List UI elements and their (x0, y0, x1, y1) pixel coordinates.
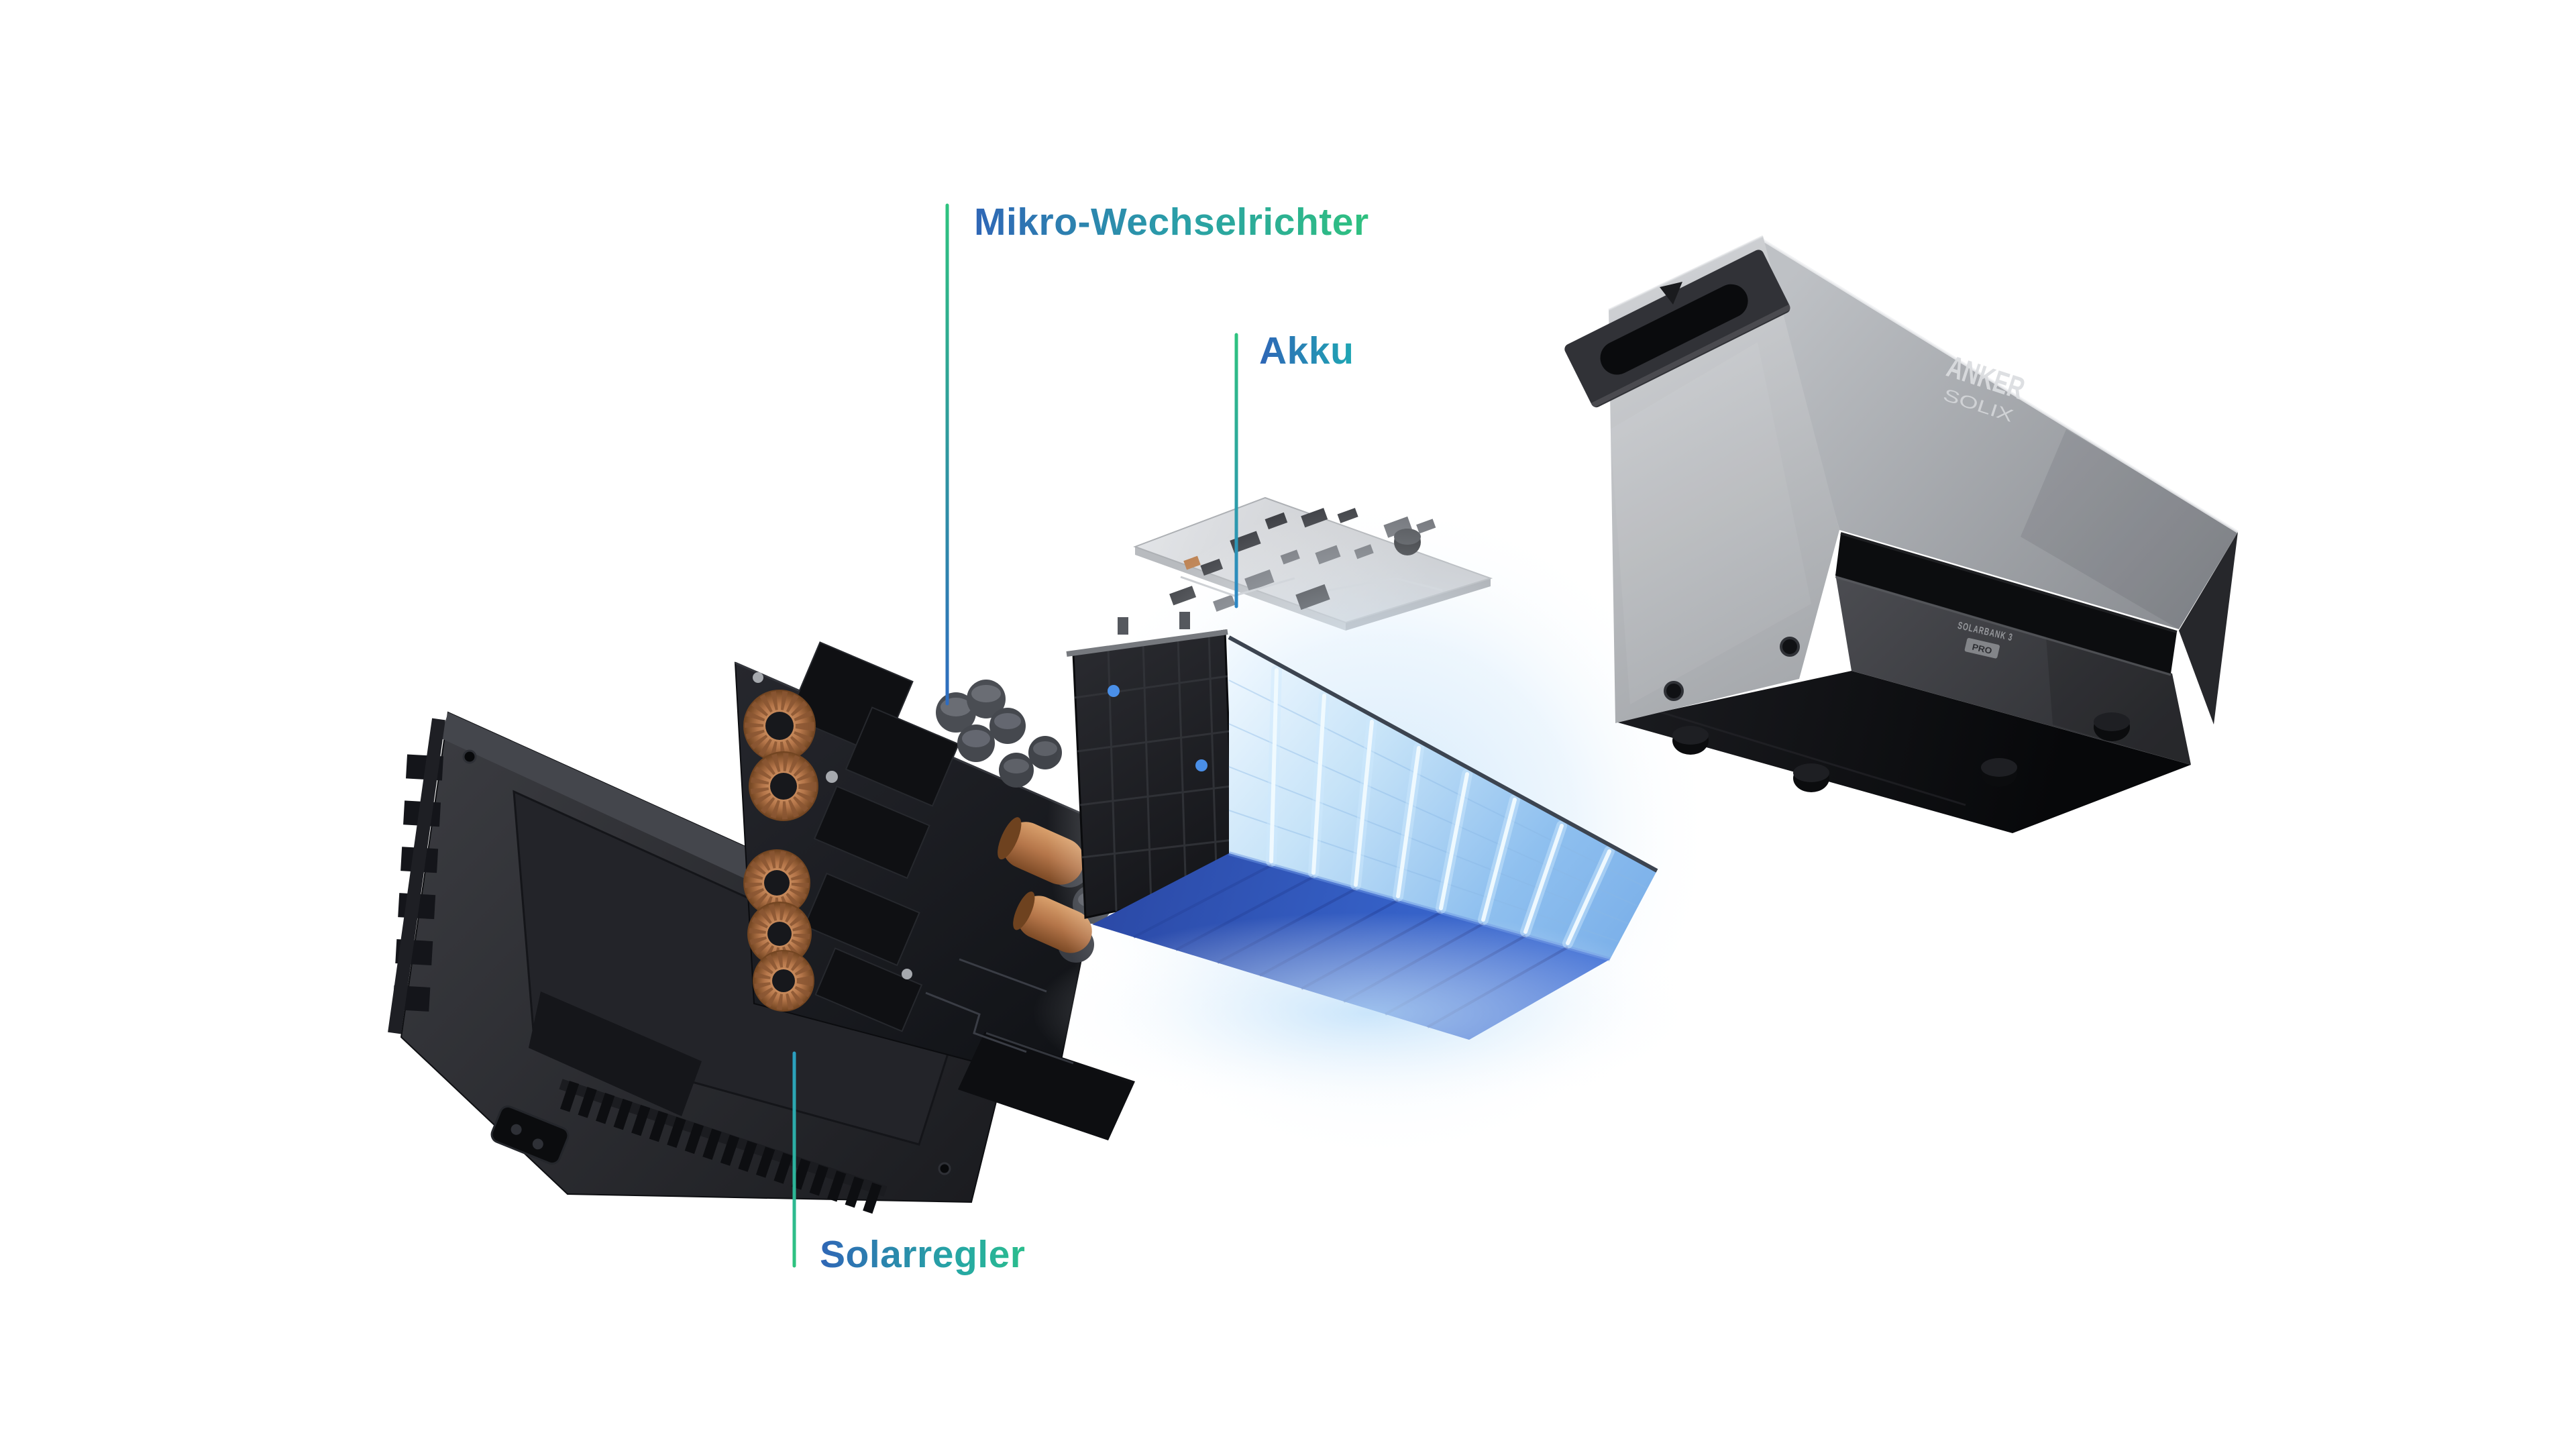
transformer-blocks (788, 641, 960, 1032)
toroid-inductors (743, 690, 818, 1012)
label-solar-controller: Solarregler (820, 1235, 1025, 1275)
model-tier-text: PRO (1971, 642, 1993, 656)
handle-slot (1600, 284, 1748, 375)
handle (1564, 250, 1792, 409)
leader-lines (792, 203, 1238, 1268)
label-micro-inverter: Mikro-Wechselrichter (974, 203, 1369, 243)
label-micro-inverter-text: Mikro-Wechselrichter (974, 201, 1369, 244)
label-battery-text: Akku (1259, 329, 1354, 372)
ac-inlet (490, 1105, 570, 1165)
case-top-face (1761, 239, 2238, 629)
battery-pack (953, 402, 1811, 1261)
back-panel-opening (529, 991, 702, 1116)
battery-cell-dividers (1266, 665, 1615, 949)
mounting-feet (1672, 712, 2130, 792)
battery-top-face (1229, 637, 1657, 959)
outer-case: ANKER SOLIX SOLARBANK 3 PRO (1564, 235, 2239, 833)
label-battery: Akku (1259, 331, 1354, 372)
case-bottom-face (1615, 671, 2191, 833)
battery-under-glow (1033, 912, 1704, 1114)
case-slot (1835, 533, 2177, 674)
alignment-arrow-icon (1660, 282, 1682, 305)
label-solar-controller-text: Solarregler (820, 1233, 1026, 1276)
